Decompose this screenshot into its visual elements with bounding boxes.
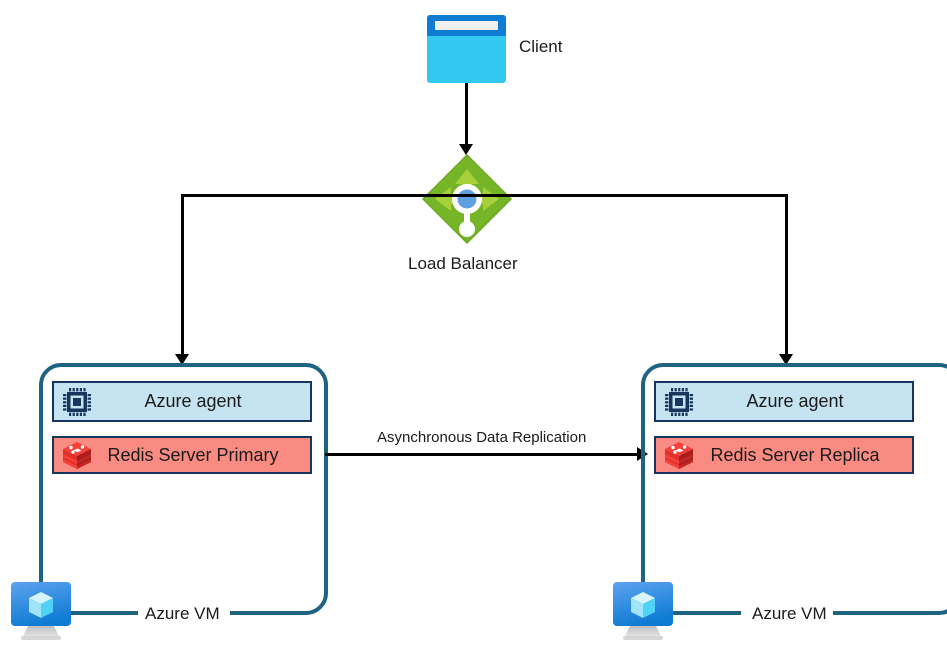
edge-client-to-loadbalancer-arrowhead	[459, 144, 473, 155]
client-label: Client	[519, 37, 563, 56]
replica-azure-agent-box: Azure agent	[654, 381, 914, 422]
edge-loadbalancer-to-replica-arrowhead	[779, 354, 793, 365]
edge-loadbalancer-to-primary-arrowhead	[175, 354, 189, 365]
replica-azure-agent-label: Azure agent	[746, 391, 844, 411]
load-balancer-diamond-icon	[421, 153, 513, 245]
primary-azure-agent-label: Azure agent	[144, 391, 242, 411]
edge-client-to-loadbalancer	[465, 83, 468, 150]
client-window-addressbar	[435, 21, 498, 30]
browser-window-icon	[427, 15, 506, 83]
primary-redis-label: Redis Server Primary	[107, 444, 279, 465]
redis-cube-icon	[60, 438, 94, 472]
replication-edge-label: Asynchronous Data Replication	[377, 429, 587, 446]
edge-loadbalancer-bus	[181, 194, 788, 197]
primary-vm-caption-mask	[138, 606, 230, 616]
replica-vm-caption: Azure VM	[748, 604, 831, 624]
client-window-titlebar	[427, 15, 506, 36]
edge-loadbalancer-to-primary	[181, 194, 184, 360]
replica-redis-label: Redis Server Replica	[710, 444, 880, 465]
edge-primary-to-replica	[325, 453, 643, 456]
azure-vm-monitor-icon	[9, 576, 73, 644]
azure-vm-monitor-icon	[611, 576, 675, 644]
cpu-chip-icon	[662, 385, 696, 419]
cpu-chip-icon	[60, 385, 94, 419]
edge-loadbalancer-to-replica	[785, 194, 788, 360]
replica-redis-box: Redis Server Replica	[654, 436, 914, 474]
primary-azure-agent-box: Azure agent	[52, 381, 312, 422]
redis-cube-icon	[662, 438, 696, 472]
load-balancer-label: Load Balancer	[408, 254, 518, 273]
primary-vm-caption: Azure VM	[145, 604, 220, 623]
primary-redis-box: Redis Server Primary	[52, 436, 312, 474]
